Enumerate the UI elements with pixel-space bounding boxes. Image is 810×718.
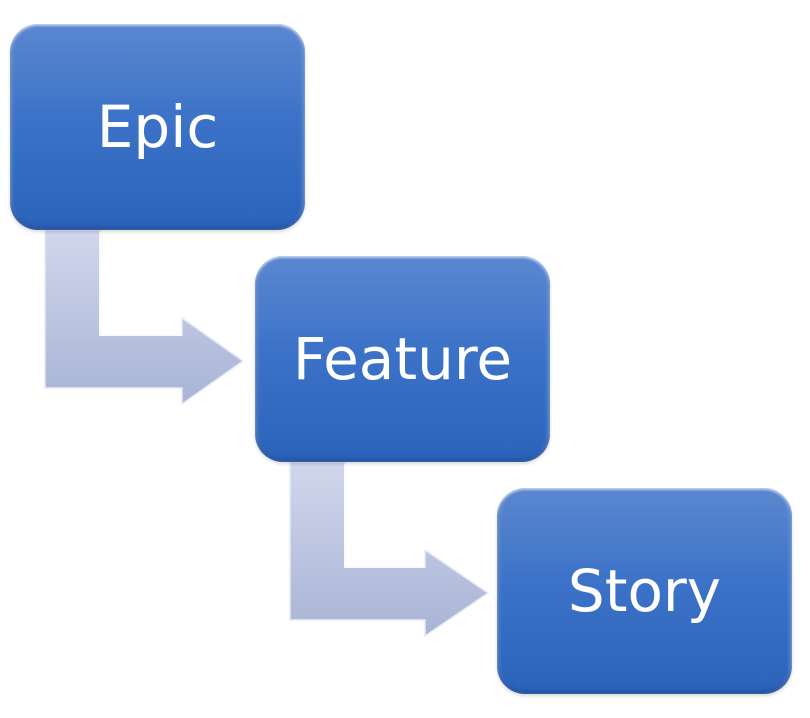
node-label: Feature: [292, 325, 513, 393]
arrow-shape: [289, 461, 490, 638]
node-label: Epic: [96, 93, 219, 161]
node-story: Story: [497, 488, 792, 694]
node-epic: Epic: [10, 24, 305, 230]
node-label: Story: [567, 557, 722, 625]
node-feature: Feature: [255, 256, 550, 462]
